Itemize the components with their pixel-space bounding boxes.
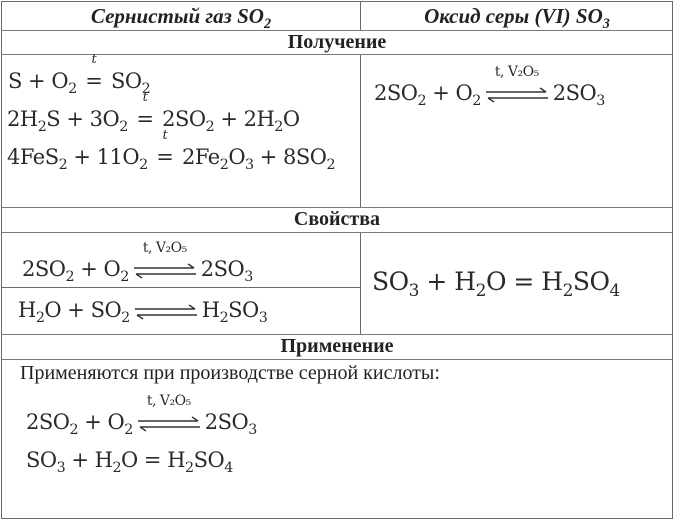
column-divider — [360, 233, 361, 334]
section-production: Получение — [2, 31, 672, 55]
section-application: Применение — [2, 335, 672, 360]
application-row: Применяются при производстве серной кисл… — [2, 360, 672, 518]
equation: 2H2S + 3O2 t= 2SO2 + 2H2O — [7, 90, 300, 135]
equation: S + O2 t= SO2 — [8, 52, 151, 97]
application-text: Применяются при производстве серной кисл… — [20, 362, 440, 384]
inner-divider — [2, 287, 360, 288]
equation: SO3 + H2O = H2SO4 — [26, 448, 233, 476]
equation: 4FeS2 + 11O2 t= 2Fe2O3 + 8SO2 — [7, 128, 336, 173]
equation: SO3 + H2O = H2SO4 — [372, 267, 620, 301]
section-properties: Свойства — [2, 208, 672, 233]
column-divider — [360, 2, 361, 30]
header-row: Сернистый газ SO2 Оксид серы (VI) SO3 — [2, 2, 672, 31]
header-so2: Сернистый газ SO2 — [90, 4, 272, 32]
header-so3: Оксид серы (VI) SO3 — [424, 4, 610, 32]
production-row: S + O2 t= SO2 2H2S + 3O2 t= 2SO2 + 2H2O … — [2, 52, 672, 208]
column-divider — [360, 55, 361, 207]
